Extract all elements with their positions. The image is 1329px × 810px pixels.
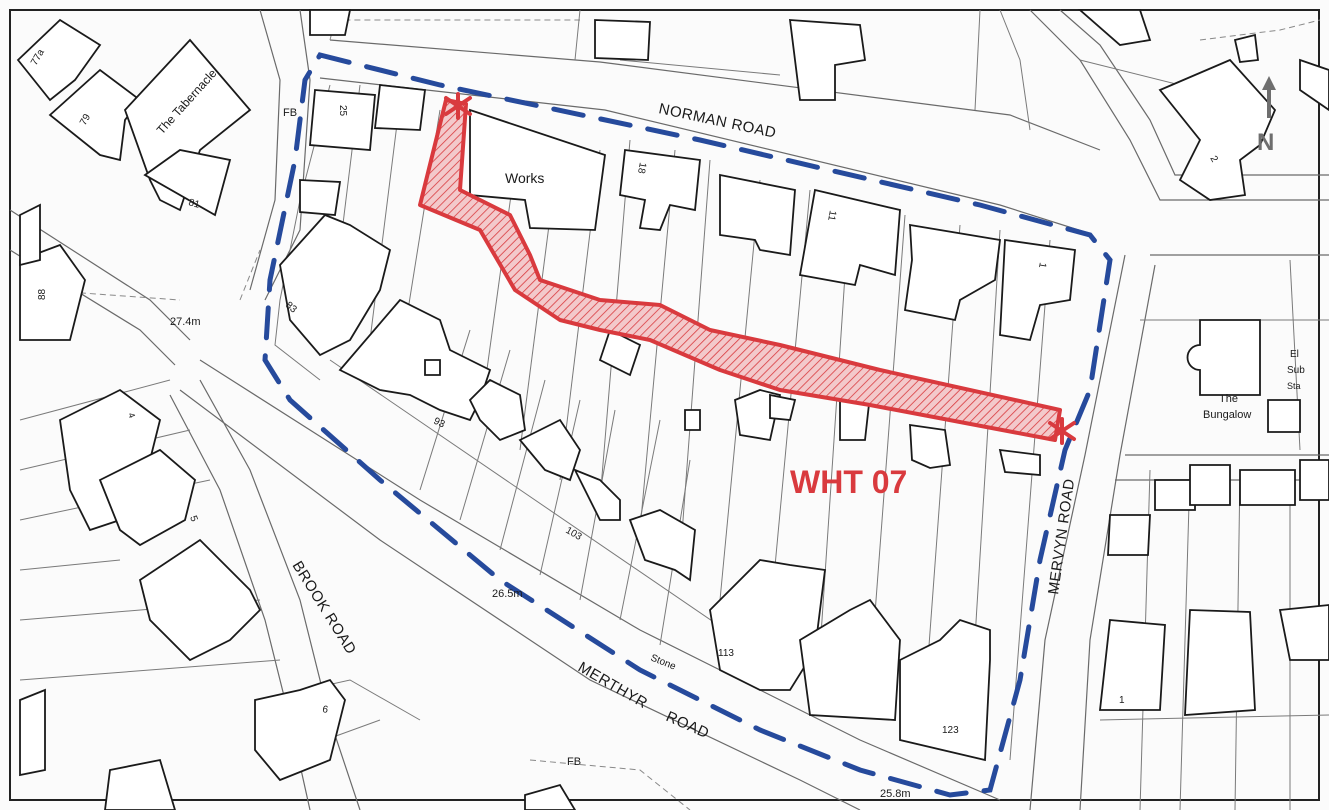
buildings xyxy=(16,9,1329,810)
el-label: El xyxy=(1290,349,1299,360)
spot-height-2: 26.5m xyxy=(492,588,523,600)
works-label: Works xyxy=(505,170,544,186)
house-number-1: 1 xyxy=(1036,261,1048,269)
fb-label-bottom: FB xyxy=(567,756,581,768)
house-number-103: 103 xyxy=(564,525,584,543)
road-label-brook: BROOK ROAD xyxy=(289,558,360,657)
bungalow-label-1: The xyxy=(1219,393,1238,405)
house-number-25: 25 xyxy=(337,105,348,117)
house-number-18: 18 xyxy=(635,161,648,174)
house-number-93: 93 xyxy=(432,416,447,431)
route-start-marker-icon xyxy=(444,92,472,120)
fb-label-top: FB xyxy=(283,107,297,119)
spot-height-3: 25.8m xyxy=(880,788,911,800)
house-number-1-east: 1 xyxy=(1119,695,1125,706)
house-number-2: 2 xyxy=(1207,154,1220,165)
house-number-88: 88 xyxy=(37,288,48,300)
bungalow-label-2: Bungalow xyxy=(1203,409,1251,421)
house-number-6: 6 xyxy=(321,704,329,716)
north-arrow-icon xyxy=(1262,76,1276,118)
road-label-merthyr-2: ROAD xyxy=(663,708,711,742)
stone-label: Stone xyxy=(649,653,678,673)
road-lines xyxy=(9,9,1329,810)
north-label: N xyxy=(1257,129,1274,156)
house-number-11: 11 xyxy=(825,209,838,222)
sta-label: Sta xyxy=(1287,381,1301,391)
house-number-4: 4 xyxy=(126,411,137,419)
house-number-123: 123 xyxy=(942,725,959,736)
house-number-113: 113 xyxy=(718,648,734,659)
house-number-5: 5 xyxy=(187,514,199,523)
site-boundary-line xyxy=(262,52,1113,798)
house-number-81: 81 xyxy=(187,197,201,211)
house-number-79: 79 xyxy=(78,112,93,128)
sub-label: Sub xyxy=(1287,365,1305,376)
map-frame xyxy=(9,9,1320,801)
spot-height-1: 27.4m xyxy=(170,316,201,328)
road-label-mervyn: MERVYN ROAD xyxy=(1045,477,1078,595)
route-end-marker-icon xyxy=(1048,417,1076,445)
route-corridor xyxy=(418,98,1062,442)
map-title: WHT 07 xyxy=(790,464,907,500)
